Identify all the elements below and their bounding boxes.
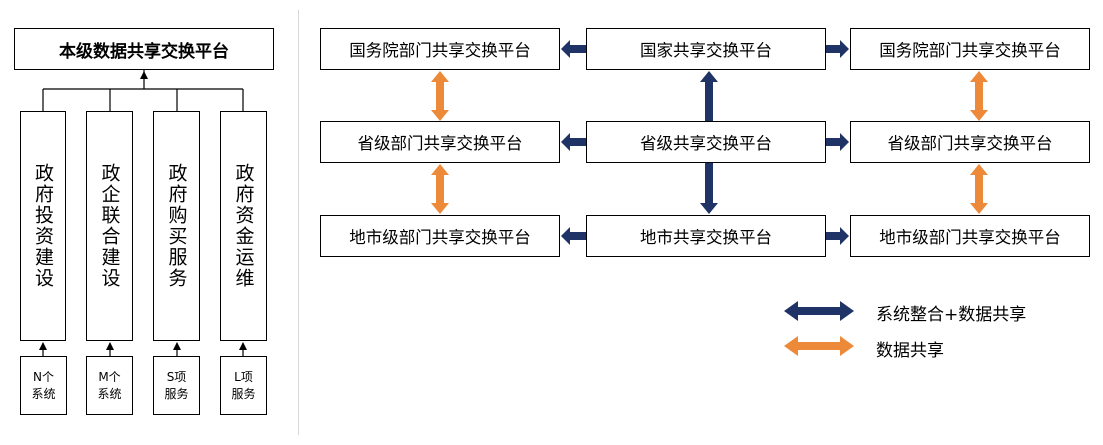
column-joint-construction: 政企联合建设 <box>86 111 133 341</box>
arrow-city-right <box>826 227 849 245</box>
left-arrowheads <box>39 71 247 350</box>
source-line2: 系统 <box>31 386 56 401</box>
city-platform: 地市共享交换平台 <box>586 215 826 257</box>
provincial-platform: 省级共享交换平台 <box>586 121 826 163</box>
ministry-platform-national-right: 国务院部门共享交换平台 <box>850 28 1090 70</box>
source-l-services: L项 服务 <box>220 356 267 415</box>
source-line2: 服务 <box>164 386 189 401</box>
arrow-national-provincial <box>700 71 718 121</box>
panel-divider <box>298 10 299 435</box>
vertical-orange-arrows <box>431 71 988 214</box>
arrow-left-bottom <box>431 164 449 214</box>
arrow-city-left <box>561 227 586 245</box>
source-n-systems: N个 系统 <box>20 356 67 415</box>
arrow-right-bottom <box>970 164 988 214</box>
city-dept-platform-left: 地市级部门共享交换平台 <box>320 215 560 257</box>
arrow-right-top <box>970 71 988 121</box>
source-m-systems: M个 系统 <box>86 356 133 415</box>
ministry-platform-national-left: 国务院部门共享交换平台 <box>320 28 560 70</box>
provincial-dept-platform-left: 省级部门共享交换平台 <box>320 121 560 163</box>
legend-sharing-label: 数据共享 <box>876 341 944 361</box>
arrow-national-left <box>561 40 586 58</box>
provincial-dept-platform-right: 省级部门共享交换平台 <box>850 121 1090 163</box>
vertical-navy-arrows <box>700 71 718 214</box>
legend-orange-arrow <box>784 336 854 356</box>
arrow-provincial-left <box>561 133 586 151</box>
left-connectors <box>42 70 244 356</box>
source-line1: S项 <box>166 369 187 384</box>
column-gov-funding: 政府资金运维 <box>220 111 267 341</box>
source-line2: 服务 <box>231 386 256 401</box>
source-line2: 系统 <box>97 386 122 401</box>
legend-integration-label: 系统整合+数据共享 <box>876 305 1027 325</box>
arrow-provincial-right <box>826 133 849 151</box>
city-dept-platform-right: 地市级部门共享交换平台 <box>850 215 1090 257</box>
arrow-provincial-city <box>700 163 718 214</box>
column-gov-purchase: 政府购买服务 <box>153 111 200 341</box>
local-platform-title: 本级数据共享交换平台 <box>14 28 274 70</box>
arrow-national-right <box>826 40 849 58</box>
source-s-services: S项 服务 <box>153 356 200 415</box>
horizontal-navy-arrows <box>561 40 849 245</box>
source-line1: N个 <box>33 369 54 384</box>
source-line1: M个 <box>98 369 121 384</box>
source-line1: L项 <box>234 369 253 384</box>
column-gov-investment: 政府投资建设 <box>20 111 66 341</box>
arrow-left-top <box>431 71 449 121</box>
national-platform: 国家共享交换平台 <box>586 28 826 70</box>
legend-navy-arrow <box>784 301 854 321</box>
